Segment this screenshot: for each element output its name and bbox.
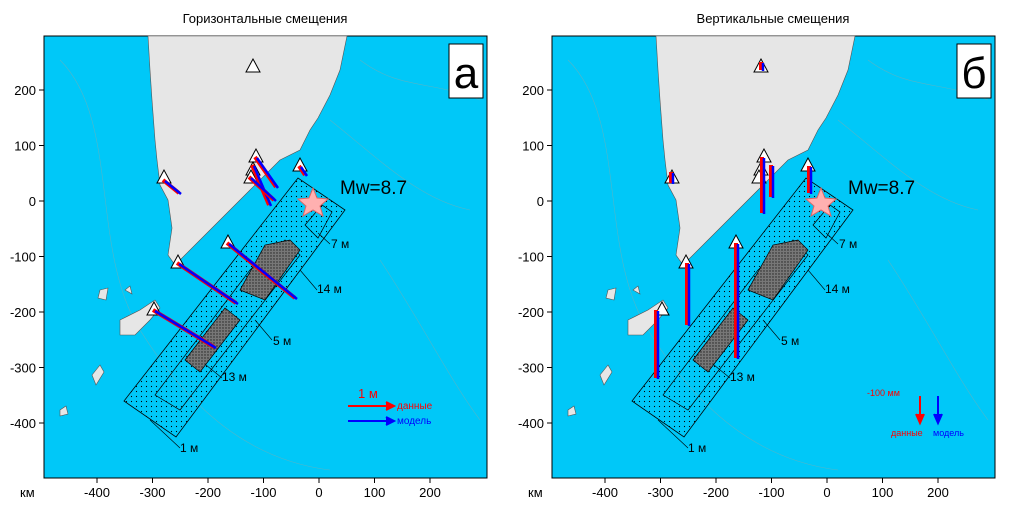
model-arrow (164, 180, 182, 195)
y-tick-label: -400 (10, 416, 36, 431)
y-tick-label: 0 (537, 194, 544, 209)
legend-model-arrow (348, 416, 397, 426)
x-tick-label: -100 (250, 485, 276, 500)
y-tick-label: -100 (10, 250, 36, 265)
x-tick-label: 0 (823, 485, 830, 500)
y-tick-label: -400 (518, 416, 544, 431)
contour-label: 1 м (180, 441, 198, 455)
model-arrow (299, 166, 309, 177)
magnitude-label: Mw=8.7 (848, 178, 915, 199)
epicenter-star-icon (804, 186, 838, 218)
legend-data-label: данные (397, 401, 433, 412)
y-tick-label: 0 (29, 194, 36, 209)
x-tick-label: 100 (364, 485, 386, 500)
x-tick-label: 0 (315, 485, 322, 500)
contour-leaders (657, 232, 839, 449)
x-tick-label: 100 (872, 485, 894, 500)
gps-station-icon (248, 147, 264, 163)
x-tick-label: -200 (703, 485, 729, 500)
contour-label: 13 м (222, 370, 247, 384)
contour-label: 13 м (730, 370, 755, 384)
legend-scale: 1 м (358, 386, 378, 401)
contour-label: 14 м (317, 282, 342, 296)
x-tick-label: -400 (84, 485, 110, 500)
y-tick-label: 100 (14, 139, 36, 154)
panel-letter-box (956, 43, 992, 99)
panel-b: Вертикальные смещения 7 м 14 м 5 м 13 м 1 м M… (518, 11, 996, 500)
legend-data-label: данные (891, 428, 923, 438)
axis-unit-label: км (528, 485, 543, 500)
x-tick-label: 200 (927, 485, 949, 500)
legend-data-arrow (915, 396, 925, 426)
x-tick-label: -300 (139, 485, 165, 500)
panel-letter: а (454, 49, 479, 98)
panel-title: Вертикальные смещения (697, 11, 850, 26)
y-tick-label: 200 (14, 83, 36, 98)
legend-model-label: модель (933, 428, 964, 438)
model-arrow (228, 243, 298, 300)
model-arrow (250, 177, 277, 202)
y-tick-label: 100 (522, 139, 544, 154)
panel-a: Горизонтальные смещения 7 м 14 м 5 м 13 м 1 … (10, 11, 488, 500)
panel-letter: б (961, 49, 986, 98)
land-kamchatka (147, 35, 348, 266)
legend-model-arrow (933, 396, 943, 426)
contour-label: 5 м (273, 334, 291, 348)
model-arrow (255, 157, 280, 189)
map-content: 7 м 14 м 5 м 13 м 1 м Mw=8.7 б -100 мм данные мод… (518, 35, 996, 500)
contour-13m (184, 307, 241, 373)
panel-letter-box (448, 43, 484, 99)
x-tick-label: -400 (592, 485, 618, 500)
magnitude-label: Mw=8.7 (340, 178, 407, 199)
gps-station-icon (245, 57, 261, 73)
y-tick-label: 200 (522, 83, 544, 98)
legend-scale: -100 мм (867, 388, 900, 398)
model-arrow (178, 262, 239, 306)
contour-label: 7 м (839, 237, 857, 251)
y-tick-label: -200 (10, 305, 36, 320)
contour-leaders (149, 232, 331, 449)
y-tick-label: -200 (518, 305, 544, 320)
legend-data-arrow (348, 401, 397, 411)
contour-14m (747, 239, 809, 301)
land-kamchatka (655, 35, 856, 266)
x-tick-label: -300 (647, 485, 673, 500)
model-arrow (252, 165, 273, 207)
y-tick-label: -300 (10, 361, 36, 376)
panel-title: Горизонтальные смещения (183, 11, 348, 26)
x-tick-label: -200 (195, 485, 221, 500)
x-tick-label: 200 (419, 485, 441, 500)
contour-14m (239, 239, 301, 301)
contour-label: 1 м (688, 441, 706, 455)
axis-unit-label: км (20, 485, 35, 500)
y-tick-label: -300 (518, 361, 544, 376)
map-content: 7 м 14 м 5 м 13 м 1 м Mw=8.7 а 1 м данные модель -… (10, 35, 488, 500)
x-tick-label: -100 (758, 485, 784, 500)
model-arrow (154, 309, 217, 350)
legend-model-label: модель (397, 416, 431, 427)
y-tick-label: -100 (518, 250, 544, 265)
contour-label: 5 м (781, 334, 799, 348)
contour-label: 14 м (825, 282, 850, 296)
epicenter-star-icon (296, 186, 330, 218)
contour-label: 7 м (331, 237, 349, 251)
